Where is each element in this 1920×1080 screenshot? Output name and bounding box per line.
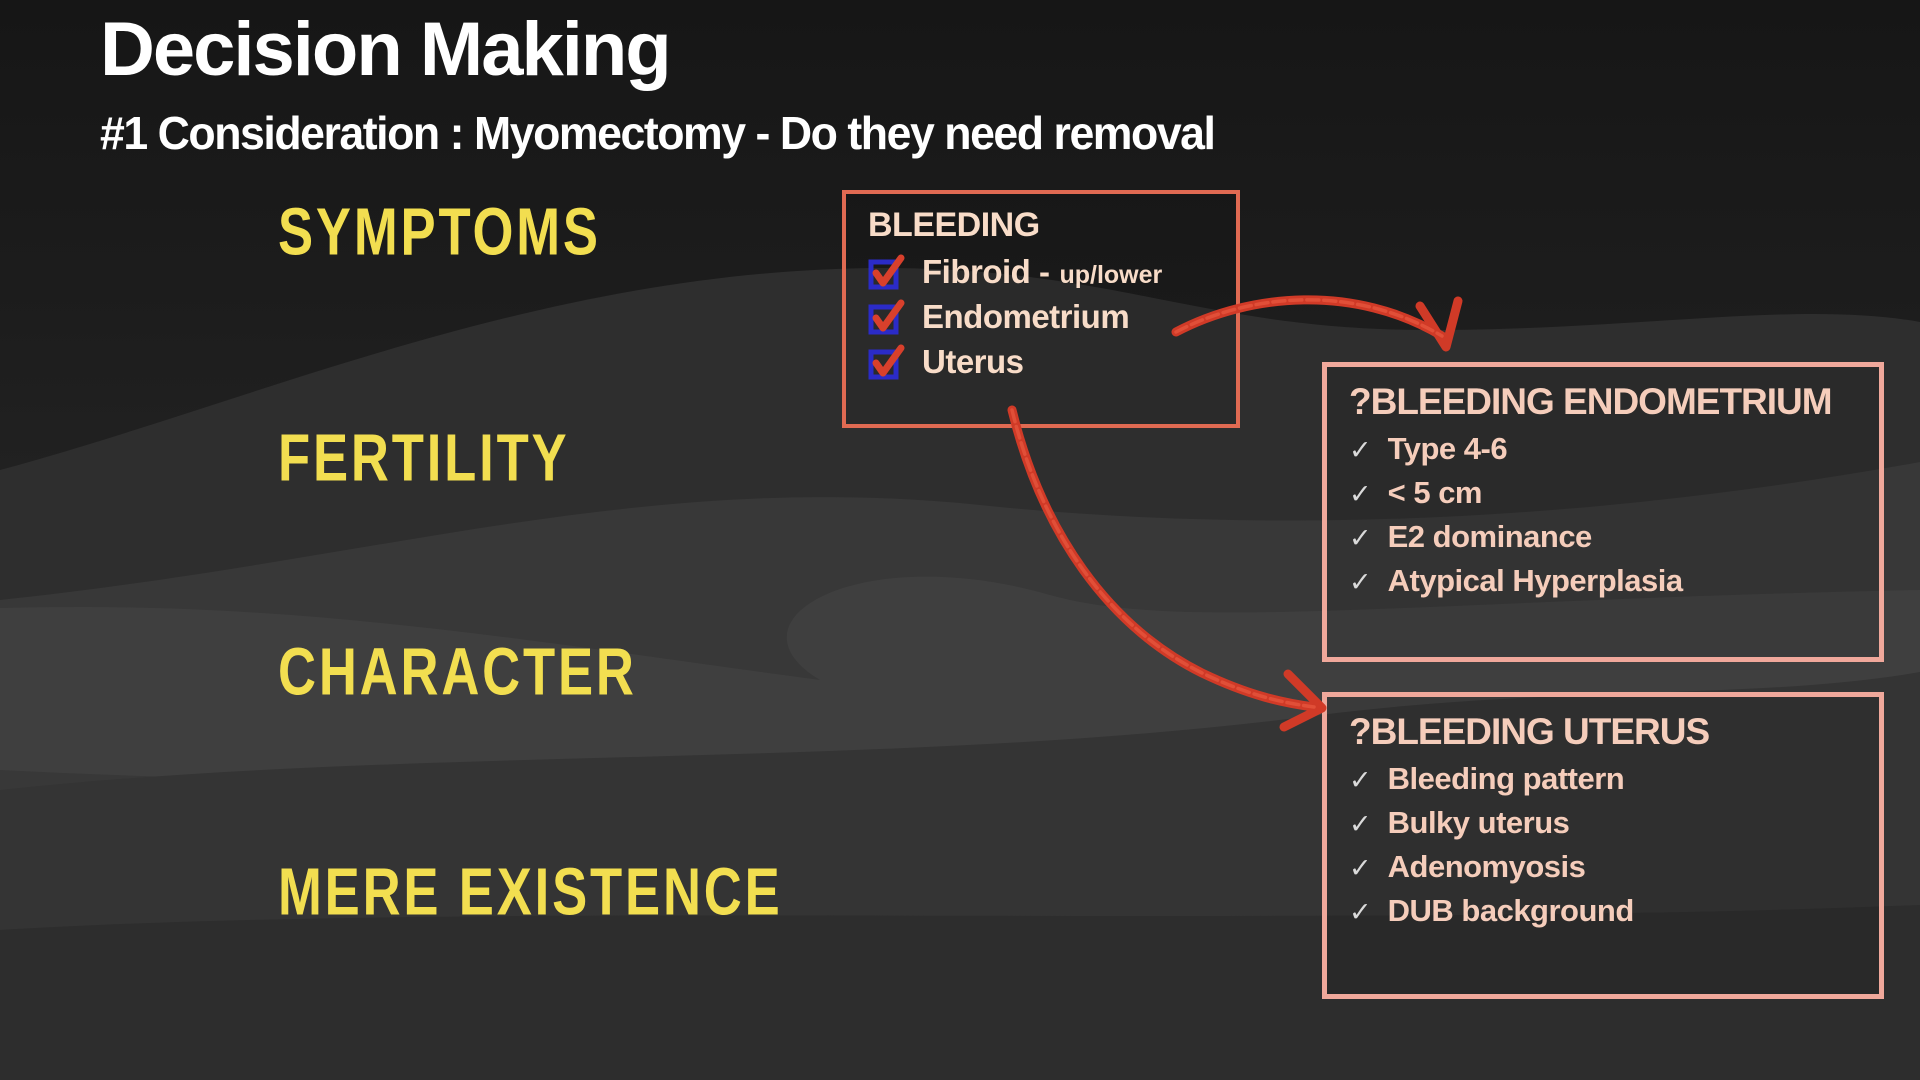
bleeding-endometrium-box: ?BLEEDING ENDOMETRIUM ✓ Type 4-6 ✓ < 5 c… bbox=[1322, 362, 1884, 662]
list-item-label: Bulky uterus bbox=[1387, 805, 1570, 840]
list-item: ✓ E2 dominance bbox=[1349, 519, 1869, 555]
bleeding-uterus-title: ?BLEEDING UTERUS bbox=[1349, 711, 1710, 752]
bleeding-item-label: Endometrium bbox=[922, 298, 1130, 335]
check-icon: ✓ bbox=[1349, 479, 1372, 509]
check-icon: ✓ bbox=[1349, 435, 1372, 465]
check-icon: ✓ bbox=[1349, 765, 1372, 795]
bleeding-item-label: Uterus bbox=[922, 343, 1024, 380]
check-icon: ✓ bbox=[1349, 897, 1372, 927]
page-subtitle: #1 Consideration : Myomectomy - Do they … bbox=[100, 107, 1216, 159]
check-icon: ✓ bbox=[1349, 809, 1372, 839]
list-item: ✓ Adenomyosis bbox=[1349, 849, 1869, 885]
label-mere-existence: MERE EXISTENCE bbox=[278, 853, 783, 929]
label-symptoms: SYMPTOMS bbox=[278, 193, 601, 269]
check-icon: ✓ bbox=[1349, 853, 1372, 883]
list-item-label: Bleeding pattern bbox=[1387, 761, 1625, 796]
bleeding-item-note: up/lower bbox=[1059, 260, 1163, 289]
label-fertility: FERTILITY bbox=[278, 419, 570, 495]
list-item: ✓ < 5 cm bbox=[1349, 475, 1869, 511]
bleeding-item-label: Fibroid - bbox=[922, 253, 1050, 290]
checked-checkbox-icon bbox=[868, 299, 905, 335]
checked-checkbox-icon bbox=[868, 344, 905, 380]
bleeding-uterus-box: ?BLEEDING UTERUS ✓ Bleeding pattern ✓ Bu… bbox=[1322, 692, 1884, 999]
bleeding-box-title: BLEEDING bbox=[868, 206, 1040, 244]
list-item-label: Atypical Hyperplasia bbox=[1387, 563, 1683, 598]
list-item-label: Type 4-6 bbox=[1387, 431, 1508, 466]
bleeding-box: BLEEDING Fibroid - up/lower Endometrium … bbox=[842, 190, 1240, 428]
list-item: ✓ Bleeding pattern bbox=[1349, 761, 1869, 797]
check-icon: ✓ bbox=[1349, 567, 1372, 597]
checked-checkbox-icon bbox=[868, 254, 905, 290]
list-item-label: E2 dominance bbox=[1387, 519, 1593, 554]
bleeding-endometrium-title: ?BLEEDING ENDOMETRIUM bbox=[1349, 381, 1833, 422]
bleeding-item-endometrium: Endometrium bbox=[868, 298, 1216, 336]
list-item: ✓ DUB background bbox=[1349, 893, 1869, 929]
bleeding-item-fibroid: Fibroid - up/lower bbox=[868, 253, 1216, 291]
list-item-label: < 5 cm bbox=[1387, 475, 1483, 510]
list-item: ✓ Atypical Hyperplasia bbox=[1349, 563, 1869, 599]
bleeding-item-uterus: Uterus bbox=[868, 343, 1216, 381]
list-item: ✓ Bulky uterus bbox=[1349, 805, 1869, 841]
list-item: ✓ Type 4-6 bbox=[1349, 431, 1869, 467]
page-title: Decision Making bbox=[100, 7, 672, 92]
list-item-label: Adenomyosis bbox=[1387, 849, 1586, 884]
check-icon: ✓ bbox=[1349, 523, 1372, 553]
label-character: CHARACTER bbox=[278, 633, 637, 709]
list-item-label: DUB background bbox=[1387, 893, 1635, 928]
